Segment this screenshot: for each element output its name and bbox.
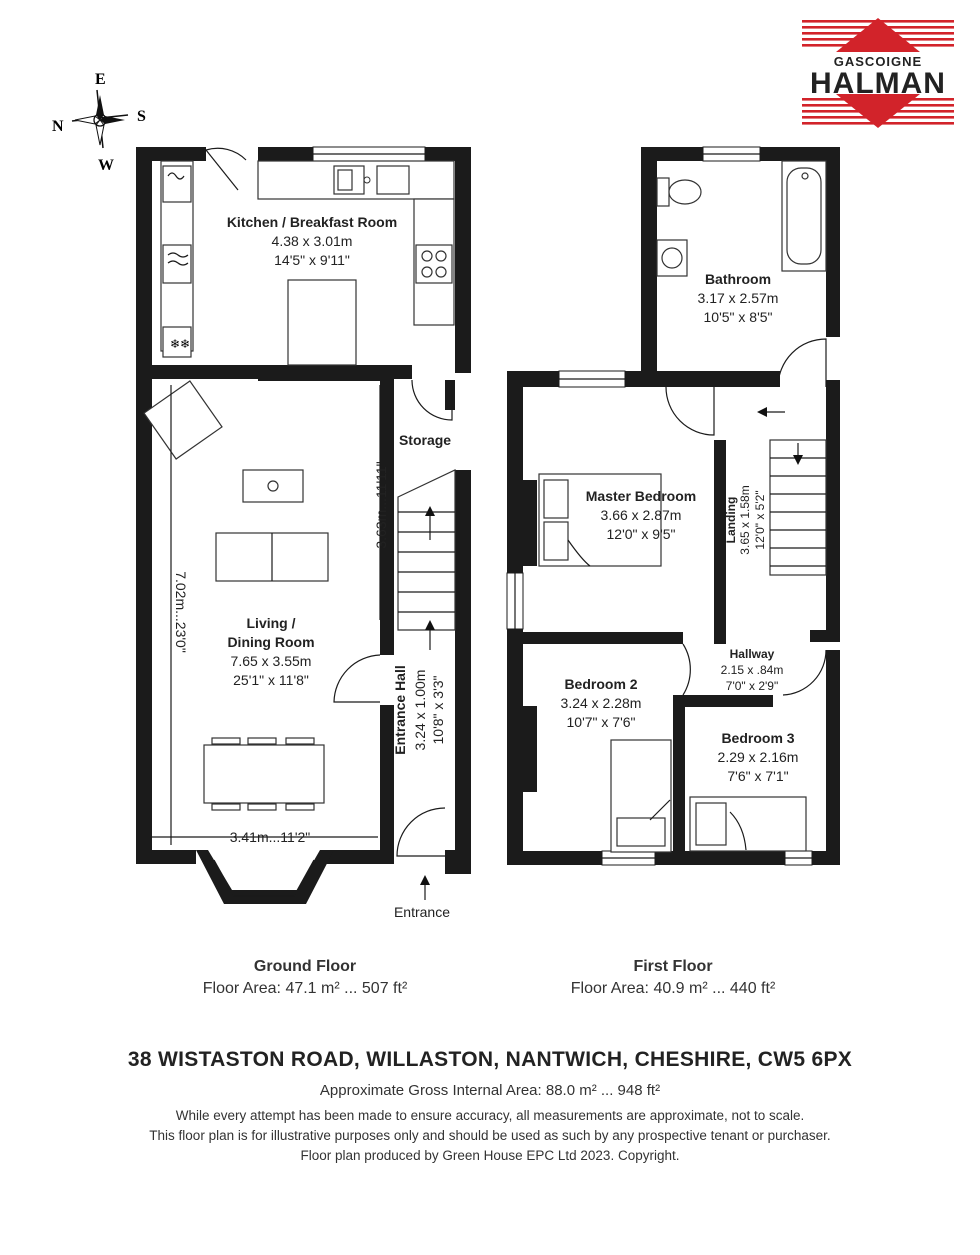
- compass-w: W: [98, 157, 114, 174]
- first-floor-walls: [507, 147, 840, 865]
- master-metric: 3.66 x 2.87m: [601, 507, 682, 523]
- gross-internal-area: Approximate Gross Internal Area: 88.0 m²…: [319, 1082, 661, 1099]
- kitchen-label: Kitchen / Breakfast Room: [227, 214, 397, 230]
- ground-floor-walls: [136, 147, 471, 874]
- ground-top-window: [312, 146, 426, 162]
- compass-n: N: [52, 118, 64, 135]
- dim-stair: 3.63m...11'11": [373, 461, 389, 548]
- bedroom3-bed: [689, 796, 807, 852]
- kitchen-fittings: ❄❄: [160, 160, 455, 366]
- landing-label: Landing: [724, 497, 738, 544]
- hallway-imperial: 7'0" x 2'9": [726, 679, 778, 693]
- hallway-label: Hallway: [730, 647, 775, 661]
- disclaimer-line-3: Floor plan produced by Green House EPC L…: [300, 1148, 680, 1163]
- disclaimer-line-1: While every attempt has been made to ens…: [175, 1108, 805, 1123]
- first-floor-caption: First Floor Floor Area: 40.9 m² ... 440 …: [528, 958, 818, 998]
- ground-floor-title: Ground Floor: [253, 958, 357, 975]
- bedroom2-imperial: 10'7" x 7'6": [567, 714, 636, 730]
- dim-width: 3.41m...11'2": [230, 829, 311, 845]
- logo-text-halman: HALMAN: [810, 67, 946, 100]
- first-floor-title: First Floor: [633, 958, 713, 975]
- property-address: 38 WISTASTON ROAD, WILLASTON, NANTWICH, …: [127, 1048, 853, 1071]
- bedroom3-label: Bedroom 3: [721, 730, 794, 746]
- living-label-1: Living /: [247, 615, 296, 631]
- ground-floor-area: Floor Area: 47.1 m² ... 507 ft²: [202, 980, 408, 997]
- svg-text:❄❄: ❄❄: [170, 337, 190, 351]
- kitchen-back-door: [205, 147, 247, 191]
- living-furniture: [143, 380, 329, 811]
- logo-graphic: [802, 18, 954, 128]
- entrance-hall-metric: 3.24 x 1.00m: [412, 670, 428, 751]
- entrance-hall-imperial: 10'8" x 3'3": [430, 675, 446, 744]
- bathroom-label: Bathroom: [705, 271, 771, 287]
- living-metric: 7.65 x 3.55m: [231, 653, 312, 669]
- first-doors: [665, 338, 827, 696]
- entrance-arrow-icon: [420, 875, 430, 900]
- compass-s: S: [137, 108, 146, 125]
- logo-text-gascoigne: GASCOIGNE: [833, 54, 923, 69]
- landing-metric: 3.65 x 1.58m: [738, 485, 752, 554]
- bathroom-fittings: [656, 160, 827, 277]
- compass-e: E: [95, 71, 106, 88]
- master-imperial: 12'0" x 9'5": [607, 526, 676, 542]
- ground-floor-caption: Ground Floor Floor Area: 47.1 m² ... 507…: [160, 958, 450, 998]
- logo-diamond-bottom: [836, 94, 920, 128]
- living-label-2: Dining Room: [227, 634, 314, 650]
- bedroom2-bed: [523, 706, 672, 853]
- hallway-metric: 2.15 x .84m: [721, 663, 784, 677]
- compass-icon: E N S W: [52, 71, 146, 174]
- kitchen-imperial: 14'5" x 9'11": [274, 252, 350, 268]
- ground-stairs: [397, 469, 456, 650]
- ground-doors: [333, 379, 453, 857]
- first-floor-area: Floor Area: 40.9 m² ... 440 ft²: [570, 980, 776, 997]
- entrance-hall-label: Entrance Hall: [392, 665, 408, 754]
- master-label: Master Bedroom: [586, 488, 696, 504]
- bedroom2-label: Bedroom 2: [564, 676, 637, 692]
- bathroom-imperial: 10'5" x 8'5": [704, 309, 773, 325]
- dim-height: 7.02m...23'0": [173, 571, 189, 653]
- ground-dimension-lines: [150, 385, 381, 845]
- agency-logo: GASCOIGNE HALMAN: [802, 18, 954, 128]
- landing-imperial: 12'0" x 5'2": [753, 490, 767, 549]
- entrance-label: Entrance: [394, 904, 450, 920]
- living-imperial: 25'1" x 11'8": [233, 672, 309, 688]
- bedroom3-metric: 2.29 x 2.16m: [718, 749, 799, 765]
- bedroom2-metric: 3.24 x 2.28m: [561, 695, 642, 711]
- disclaimer-line-2: This floor plan is for illustrative purp…: [149, 1128, 831, 1143]
- bathroom-metric: 3.17 x 2.57m: [698, 290, 779, 306]
- storage-label: Storage: [399, 432, 451, 448]
- master-bed: [523, 473, 662, 567]
- first-stairs: [757, 407, 827, 576]
- first-floor-windows: [506, 146, 813, 866]
- bedroom3-imperial: 7'6" x 7'1": [727, 768, 788, 784]
- bay-window: [196, 850, 334, 904]
- kitchen-metric: 4.38 x 3.01m: [272, 233, 353, 249]
- logo-diamond-top: [836, 18, 920, 52]
